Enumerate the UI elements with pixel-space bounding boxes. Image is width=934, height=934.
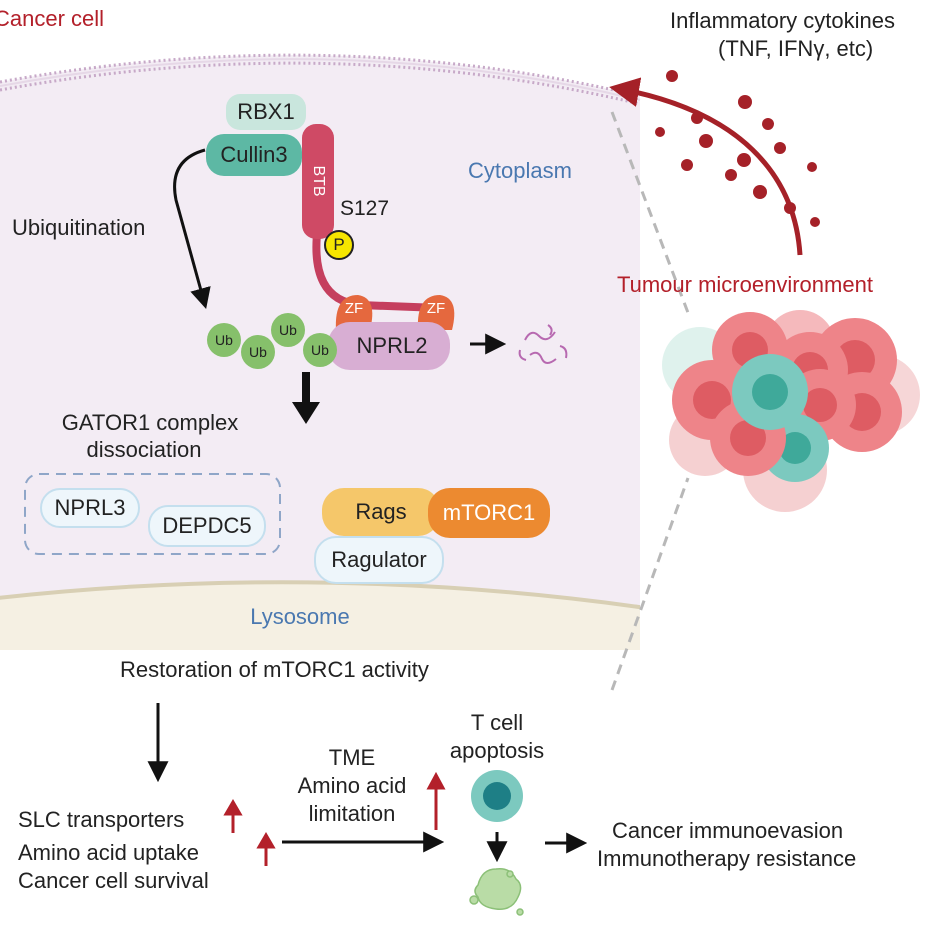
nprl3-protein: NPRL3 — [40, 488, 140, 528]
ragulator-protein: Ragulator — [314, 536, 444, 584]
tumour-cluster — [662, 310, 920, 512]
rags-label: Rags — [355, 499, 407, 524]
rbx1-label: RBX1 — [237, 99, 295, 124]
s127-label: S127 — [340, 197, 390, 220]
t-cell-label: T cell — [470, 710, 524, 735]
btb-domain — [302, 124, 334, 239]
cytokine-arrow — [609, 77, 803, 256]
cullin3-label: Cullin3 — [220, 142, 288, 167]
connector-bottom — [610, 477, 690, 691]
amino-acid-label: Amino acid — [297, 773, 407, 798]
slc-transporters-label: SLC transporters — [18, 807, 185, 832]
mtorc1-label: mTORC1 — [442, 500, 536, 525]
nprl2-label: NPRL2 — [356, 333, 428, 358]
cytokine-dots — [655, 70, 820, 227]
gator1-box — [24, 473, 281, 555]
zf-right-domain — [417, 295, 455, 330]
nprl3-label: NPRL3 — [54, 495, 126, 520]
depdc5-protein: DEPDC5 — [148, 505, 266, 547]
lysosome-label: Lysosome — [250, 604, 350, 629]
limitation-label: limitation — [308, 801, 396, 826]
cancer-cell-survival-label: Cancer cell survival — [18, 868, 209, 893]
ubiquitination-label: Ubiquitination — [12, 215, 146, 240]
gator1-title: GATOR1 complex — [61, 410, 239, 435]
increase-arrows — [223, 771, 446, 866]
phospho-label: P — [333, 235, 345, 254]
ub-label-1: Ub — [215, 332, 233, 348]
zf-left-domain — [335, 295, 373, 330]
degraded-protein-icon — [518, 324, 568, 364]
rbx1-protein: RBX1 — [226, 94, 306, 130]
depdc5-label: DEPDC5 — [162, 513, 252, 538]
mtorc1-protein: mTORC1 — [428, 488, 550, 538]
apoptotic-cell-icon — [469, 867, 524, 916]
btb-label: BTB — [310, 165, 327, 197]
tme-label: TME — [328, 745, 376, 770]
ub-chain — [207, 313, 337, 369]
cytokines-examples-label: (TNF, IFNγ, etc) — [718, 36, 874, 61]
ub-label-3: Ub — [279, 322, 297, 338]
ubiquitination-arrow — [173, 148, 211, 310]
restoration-label: Restoration of mTORC1 activity — [120, 657, 429, 682]
ragulator-label: Ragulator — [331, 547, 427, 572]
nprl2-protein — [328, 322, 450, 370]
gator1-subtitle: dissociation — [86, 437, 202, 462]
apoptosis-label: apoptosis — [449, 738, 545, 763]
amino-acid-uptake-label: Amino acid uptake — [18, 840, 199, 865]
rags-protein: Rags — [322, 488, 440, 536]
connector-top — [610, 111, 692, 319]
ub-label-2: Ub — [249, 344, 267, 360]
tumour-microenvironment-label: Tumour microenvironment — [617, 272, 873, 297]
cytokines-label: Inflammatory cytokines — [670, 8, 895, 33]
phospho-site: P — [324, 230, 354, 260]
cullin3-protein: Cullin3 — [206, 134, 302, 176]
cancer-cell-label: Cancer cell — [0, 6, 105, 31]
cell-membrane — [0, 53, 641, 98]
cytoplasm-label: Cytoplasm — [468, 158, 572, 183]
lysosome-region — [0, 582, 640, 651]
immunoevasion-label: Cancer immunoevasion — [612, 818, 844, 843]
ub-label-4: Ub — [311, 342, 329, 358]
zf-right-label: ZF — [426, 300, 446, 317]
zf-left-label: ZF — [344, 300, 364, 317]
immunotherapy-resistance-label: Immunotherapy resistance — [597, 846, 857, 871]
